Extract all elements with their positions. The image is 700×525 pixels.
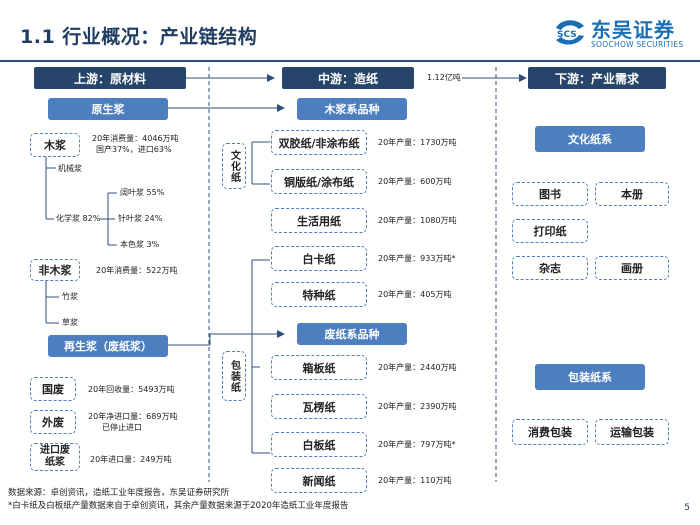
midstream-header: 中游：造纸 <box>282 67 414 89</box>
wood-pulp-note-2: 国产37%，进口63% <box>96 145 172 154</box>
paper-product-box: 铜版纸/涂布纸 <box>271 169 367 194</box>
paper-product-box: 生活用纸 <box>271 208 367 233</box>
paper-product-output-note: 20年产量：1080万吨 <box>378 216 457 225</box>
nonwood-pulp-box: 非木浆 <box>30 259 80 281</box>
domestic-waste-box: 国废 <box>30 377 76 401</box>
source-note: 数据来源：卓创资讯，造纸工业年度报告，东吴证券研究所 <box>8 488 230 498</box>
paper-product-box: 特种纸 <box>271 282 367 307</box>
mechanical-pulp-label: 机械浆 <box>58 164 82 173</box>
culture-paper-system-box: 文化纸系 <box>535 126 645 152</box>
logo-chinese: 东吴证券 <box>591 18 675 42</box>
paper-product-box: 双胶纸/非涂布纸 <box>271 130 367 155</box>
logo-mark-text: SCS <box>557 30 577 40</box>
logo-english: SOOCHOW SECURITIES <box>591 40 684 49</box>
printing-paper-box: 打印纸 <box>512 219 588 243</box>
paper-product-output-note: 20年产量：2440万吨 <box>378 363 457 372</box>
domestic-waste-note: 20年回收量：5493万吨 <box>88 385 175 394</box>
magazines-box: 杂志 <box>512 256 588 280</box>
virgin-pulp-box: 原生浆 <box>48 98 168 120</box>
paper-product-box: 白卡纸 <box>271 246 367 271</box>
paper-product-output-note: 20年产量：2390万吨 <box>378 402 457 411</box>
page-title: 1.1 行业概况：产业链结构 <box>20 26 258 48</box>
header-rule <box>0 60 700 62</box>
transport-packaging-box: 运输包装 <box>595 419 669 445</box>
page-number: 5 <box>684 503 690 513</box>
paper-product-box: 箱板纸 <box>271 355 367 380</box>
waste-series-box: 废纸系品种 <box>297 323 407 345</box>
recycled-pulp-box: 再生浆（废纸浆） <box>48 335 168 357</box>
paper-product-box: 瓦楞纸 <box>271 394 367 419</box>
chemical-pulp-label: 化学浆 82% <box>56 214 101 223</box>
imported-waste-note: 20年进口量：249万吨 <box>90 455 172 464</box>
logo-mark-icon: SCS <box>556 20 584 45</box>
company-logo: SCS 东吴证券 SOOCHOW SECURITIES <box>553 14 688 52</box>
packaging-paper-system-box: 包装纸系 <box>535 364 645 390</box>
foreign-waste-note-1: 20年净进口量：689万吨 <box>88 412 178 421</box>
consumer-packaging-box: 消费包装 <box>512 419 588 445</box>
midstream-total-note: 1.12亿吨 <box>427 73 461 82</box>
paper-product-output-note: 20年产量：405万吨 <box>378 290 452 299</box>
bamboo-pulp-label: 竹浆 <box>62 292 78 301</box>
straw-pulp-label: 草浆 <box>62 318 78 327</box>
paper-product-output-note: 20年产量：1730万吨 <box>378 138 457 147</box>
albums-box: 画册 <box>595 256 669 280</box>
production-data-note: *白卡纸及白板纸产量数据来自于卓创资讯，其余产量数据来源于2020年造纸工业年度… <box>8 501 349 511</box>
culture-paper-label: 文化纸 <box>222 143 246 189</box>
wood-pulp-box: 木浆 <box>30 133 80 157</box>
paper-product-box: 白板纸 <box>271 432 367 457</box>
softwood-label: 阔叶浆 55% <box>120 188 165 197</box>
notebooks-box: 本册 <box>595 182 669 206</box>
wood-series-box: 木浆系品种 <box>297 98 407 120</box>
paper-product-output-note: 20年产量：110万吨 <box>378 476 452 485</box>
paper-product-box: 新闻纸 <box>271 468 367 493</box>
packaging-paper-label: 包装纸 <box>222 351 246 401</box>
foreign-waste-box: 外废 <box>30 410 76 434</box>
paper-product-output-note: 20年产量：797万吨* <box>378 440 456 449</box>
unbleached-label: 本色浆 3% <box>120 240 160 249</box>
downstream-header: 下游：产业需求 <box>528 67 666 89</box>
imported-waste-pulp-box: 进口废纸浆 <box>30 443 80 471</box>
upstream-header: 上游：原材料 <box>34 67 186 89</box>
paper-product-output-note: 20年产量：933万吨* <box>378 254 456 263</box>
hardwood-label: 针叶浆 24% <box>118 214 163 223</box>
nonwood-pulp-note: 20年消费量：522万吨 <box>96 266 178 275</box>
wood-pulp-note-1: 20年消费量：4046万吨 <box>92 134 179 143</box>
foreign-waste-note-2: 已停止进口 <box>102 423 142 432</box>
books-box: 图书 <box>512 182 588 206</box>
paper-product-output-note: 20年产量：600万吨 <box>378 177 452 186</box>
